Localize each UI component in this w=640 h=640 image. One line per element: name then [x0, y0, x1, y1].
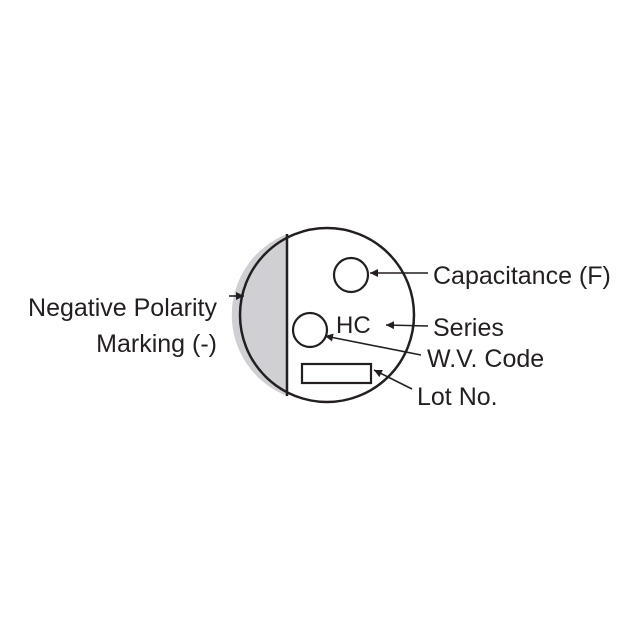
lot-number-arrow	[373, 369, 413, 390]
lot-number-label: Lot No.	[417, 383, 498, 411]
negative-polarity-band	[231, 234, 287, 396]
capacitance-label: Capacitance (F)	[433, 262, 611, 290]
negative-polarity-label-line1: Negative Polarity	[28, 294, 217, 322]
series-code-text: HC	[336, 312, 371, 339]
wv-code-marking-circle	[291, 311, 329, 349]
capacitance-marking-circle	[332, 256, 370, 294]
wv-code-label: W.V. Code	[427, 345, 544, 373]
negative-polarity-label-line2: Marking (-)	[96, 330, 217, 358]
lot-number-box	[300, 362, 373, 385]
series-arrow	[385, 321, 429, 330]
series-label: Series	[433, 314, 504, 342]
capacitor-outline	[238, 226, 416, 404]
wv-code-arrow	[324, 333, 422, 356]
